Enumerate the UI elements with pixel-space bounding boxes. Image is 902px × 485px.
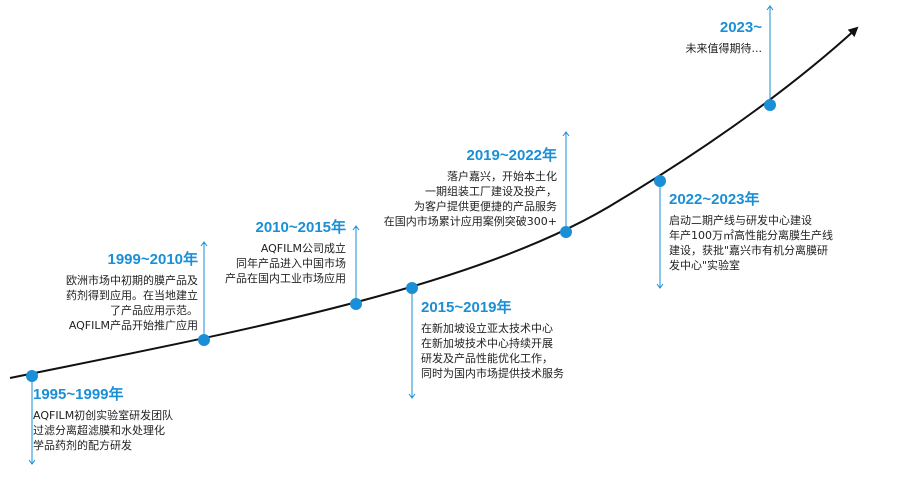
milestone-text: 发中心"实验室	[669, 259, 741, 272]
connector-arrowhead-icon	[656, 283, 664, 289]
milestone-1995-1999: 1995~1999年 AQFILM初创实验室研发团队 过滤分离超滤膜和水处理化 …	[33, 385, 173, 453]
milestone-year: 2015~2019年	[421, 299, 512, 316]
milestone-text: 同年产品进入中国市场	[236, 257, 346, 270]
milestone-text: AQFILM公司成立	[260, 242, 346, 255]
milestone-dot	[26, 370, 38, 382]
milestone-dot	[560, 226, 572, 238]
milestone-text: 为客户提供更便捷的产品服务	[414, 200, 557, 213]
milestone-year: 2019~2022年	[466, 147, 558, 164]
milestone-1999-2010: 1999~2010年 欧洲市场中初期的膜产品及 药剂得到应用。在当地建立 了产品…	[66, 250, 198, 333]
milestone-dot	[406, 282, 418, 294]
milestone-text: 落户嘉兴，开始本土化	[447, 170, 557, 183]
milestone-text: 未来值得期待...	[685, 42, 763, 55]
milestone-text: 在国内市场累计应用案例突破300+	[383, 215, 557, 228]
milestone-text: 建设，获批"嘉兴市有机分离膜研	[669, 244, 829, 257]
connector-arrowhead-icon	[352, 225, 360, 231]
connector-arrowhead-icon	[200, 241, 208, 247]
milestone-dot	[654, 175, 666, 187]
milestone-2023: 2023~ 未来值得期待...	[686, 18, 763, 56]
milestone-text: AQFILM初创实验室研发团队	[33, 409, 174, 422]
connector-arrowhead-icon	[28, 459, 36, 465]
milestone-text: 过滤分离超滤膜和水处理化	[33, 424, 165, 437]
milestone-text: AQFILM产品开始推广应用	[68, 319, 198, 332]
milestone-text: 药剂得到应用。在当地建立	[66, 289, 198, 302]
connector-arrowhead-icon	[766, 5, 774, 11]
milestone-text: 启动二期产线与研发中心建设	[669, 214, 812, 227]
milestone-year: 1995~1999年	[33, 386, 124, 403]
milestone-2010-2015: 2010~2015年 AQFILM公司成立 同年产品进入中国市场 产品在国内工业…	[225, 218, 346, 286]
milestone-dot	[350, 298, 362, 310]
milestone-year: 2022~2023年	[669, 191, 760, 208]
milestone-2022-2023: 2022~2023年 启动二期产线与研发中心建设 年产100万㎡高性能分离膜生产…	[669, 190, 833, 273]
milestone-text: 了产品应用示范。	[110, 304, 198, 317]
milestone-text: 年产100万㎡高性能分离膜生产线	[669, 229, 833, 242]
milestone-text: 同时为国内市场提供技术服务	[421, 367, 564, 380]
milestone-text: 研发及产品性能优化工作，	[421, 352, 553, 365]
milestone-dot	[764, 99, 776, 111]
milestone-text: 一期组装工厂建设及投产，	[425, 185, 557, 198]
connector-arrowhead-icon	[408, 393, 416, 399]
connector-arrowhead-icon	[562, 131, 570, 137]
milestone-year: 1999~2010年	[107, 251, 199, 268]
milestone-text: 欧洲市场中初期的膜产品及	[66, 274, 198, 287]
milestone-2019-2022: 2019~2022年 落户嘉兴，开始本土化 一期组装工厂建设及投产， 为客户提供…	[384, 146, 557, 229]
milestone-dot	[198, 334, 210, 346]
milestone-2015-2019: 2015~2019年 在新加坡设立亚太技术中心 在新加坡技术中心持续开展 研发及…	[421, 298, 564, 381]
milestone-text: 在新加坡设立亚太技术中心	[421, 322, 553, 335]
milestone-year: 2010~2015年	[255, 219, 347, 236]
milestone-year: 2023~	[719, 19, 762, 36]
milestone-text: 产品在国内工业市场应用	[225, 272, 346, 285]
milestone-text: 在新加坡技术中心持续开展	[421, 337, 553, 350]
milestone-text: 学品药剂的配方研发	[33, 439, 132, 452]
